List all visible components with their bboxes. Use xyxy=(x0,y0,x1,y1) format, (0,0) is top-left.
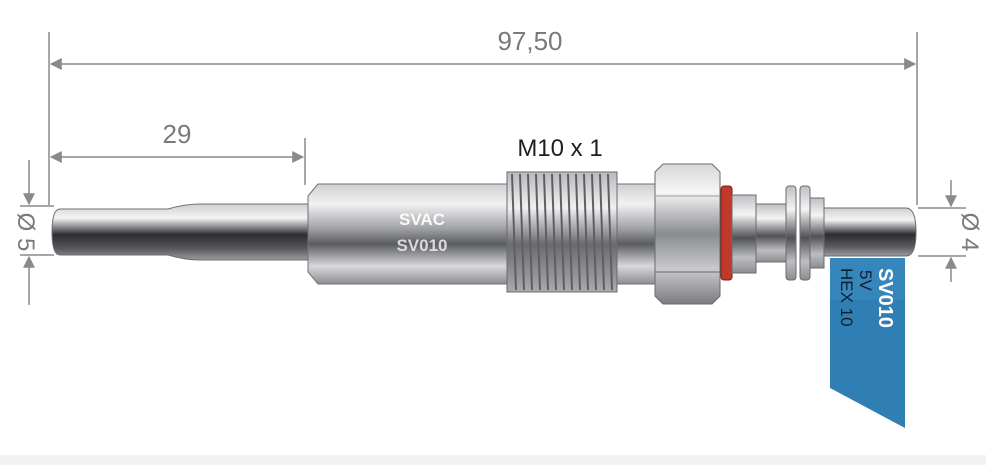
dimension-tip-diameter xyxy=(20,160,54,305)
terminal-groove-ring-1 xyxy=(785,185,797,281)
dimension-tip xyxy=(49,138,306,185)
tag-part-number: SV010 xyxy=(874,268,896,328)
tag-hex-size: HEX 10 xyxy=(837,268,856,327)
thread-ridge xyxy=(527,173,533,291)
spec-tag-shape xyxy=(830,258,905,428)
thread-ridge xyxy=(607,173,613,291)
red-seal-ring xyxy=(720,185,733,281)
tip-diameter-label: Ø 5 xyxy=(12,213,39,252)
hex-nut xyxy=(654,163,721,305)
thread-ridge xyxy=(511,173,517,291)
spec-tag: SV010 5V HEX 10 xyxy=(830,258,905,428)
thread-label: M10 x 1 xyxy=(517,135,602,162)
thread-ridge xyxy=(519,173,525,291)
thread-ridges xyxy=(511,173,613,291)
thread-ridge xyxy=(559,173,565,291)
spec-tag-highlight xyxy=(830,258,905,300)
terminal-collar xyxy=(731,194,757,274)
heater-tip xyxy=(51,203,309,261)
thread-ridge xyxy=(599,173,605,291)
thread-ridge xyxy=(535,173,541,291)
overall-length-label: 97,50 xyxy=(497,26,562,56)
tag-voltage: 5V xyxy=(856,270,875,291)
tip-length-label: 29 xyxy=(163,119,192,149)
body-brand-marking: SVAC xyxy=(399,210,445,229)
body-part-marking: SV010 xyxy=(396,236,447,255)
terminal-groove-ring-2 xyxy=(799,185,811,281)
thread-ridge xyxy=(551,173,557,291)
thread-ridge xyxy=(543,173,549,291)
terminal-pin xyxy=(823,207,917,257)
terminal-shoulder xyxy=(809,197,825,269)
thread-ridge xyxy=(591,173,597,291)
terminal-neck xyxy=(755,203,787,263)
dimension-terminal-diameter xyxy=(918,180,966,282)
thread-ridge xyxy=(567,173,573,291)
terminal-diameter-label: Ø 4 xyxy=(956,213,983,252)
thread-ridge xyxy=(575,173,581,291)
dimension-overall xyxy=(48,32,918,205)
bottom-bar xyxy=(0,455,986,465)
glow-plug: SVAC SV010 xyxy=(51,163,917,305)
thread-ridge xyxy=(583,173,589,291)
